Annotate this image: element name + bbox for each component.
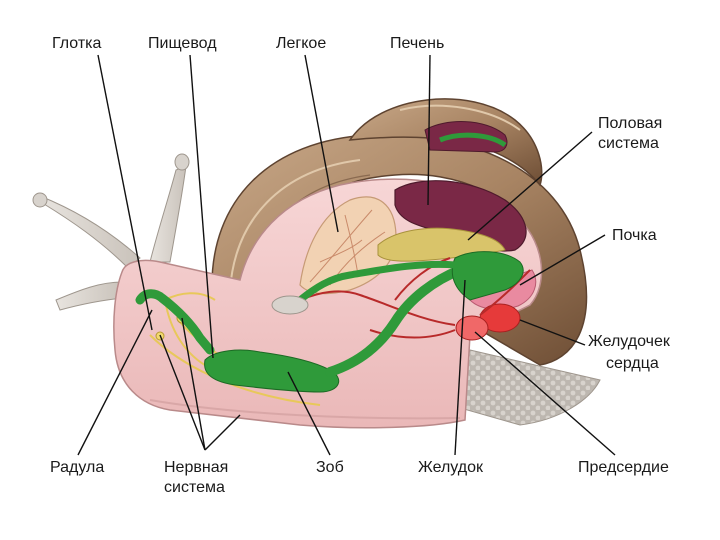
label-atrium: Предсердие [578,459,669,476]
stomach [451,251,524,301]
label-reproductive-1: Половая [598,115,662,132]
label-stomach: Желудок [418,459,484,476]
blood-vessels [299,257,531,339]
label-kidney: Почка [612,227,657,244]
leader-lines [77,54,616,456]
label-crop: Зоб [316,459,344,476]
tentacles [32,153,190,311]
label-esophagus: Пищевод [148,35,217,52]
labels: Глотка Пищевод Легкое Печень Половая сис… [50,35,671,496]
foot-skin [449,349,601,426]
body-edge [149,399,461,420]
label-pharynx: Глотка [52,35,102,52]
pneumostome [271,295,309,315]
label-radula: Радула [50,459,104,476]
digestive-tract [135,132,524,393]
label-liver: Печень [390,35,444,52]
label-lung: Легкое [276,35,326,52]
label-nervous-1: Нервная [164,459,228,476]
label-reproductive-2: система [598,135,659,152]
label-ventricle-1: Желудочек [588,333,671,350]
crop [204,349,340,393]
label-nervous-2: система [164,479,225,496]
heart-atrium [455,315,489,341]
label-ventricle-2: сердца [606,355,659,372]
